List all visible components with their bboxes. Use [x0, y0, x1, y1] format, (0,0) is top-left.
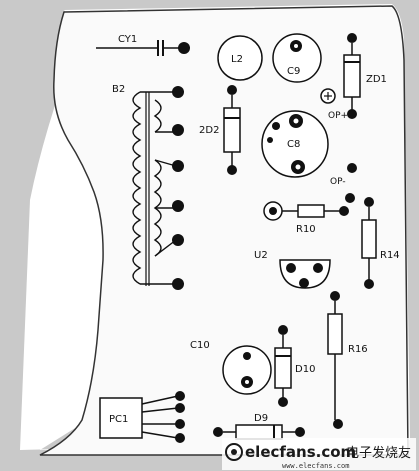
- elecfans-watermark: elecfans.com 电子发烧友 www.elecfans.com: [222, 438, 416, 470]
- c9-capacitor: [272, 33, 322, 83]
- r16-resistor: [327, 291, 343, 429]
- d10-label: D10: [295, 364, 315, 375]
- op-minus-terminal: [345, 163, 357, 203]
- zd1-label: ZD1: [366, 74, 387, 85]
- c9-label: C9: [287, 66, 300, 77]
- r14-label: R14: [380, 250, 400, 261]
- l2-inductor: [217, 35, 263, 81]
- c8-capacitor: [261, 110, 329, 178]
- b2-transformer: [132, 91, 177, 286]
- elecfans-logo-icon: [225, 443, 243, 461]
- c8-label: C8: [287, 139, 300, 150]
- b2-pads: [172, 86, 184, 290]
- watermark-url: www.elecfans.com: [282, 462, 349, 470]
- pc1-component: [99, 391, 185, 443]
- d9-label: D9: [254, 413, 268, 424]
- op-plus-terminal: [320, 88, 336, 104]
- d9-diode: [213, 424, 305, 440]
- cy1-capacitor: [96, 40, 190, 56]
- r10-label: R10: [296, 224, 316, 235]
- d10-diode: [274, 325, 292, 407]
- watermark-brand: elecfans.com: [245, 443, 356, 461]
- op-minus-label: OP-: [330, 177, 346, 187]
- c10-capacitor: [222, 345, 272, 395]
- watermark-chinese: 电子发烧友: [346, 445, 411, 461]
- r16-label: R16: [348, 344, 368, 355]
- r14-resistor: [361, 197, 377, 289]
- b2-label: B2: [112, 84, 125, 95]
- r10-resistor: [263, 201, 349, 221]
- c10-label: C10: [190, 340, 210, 351]
- u2-label: U2: [254, 250, 268, 261]
- l2-label: L2: [231, 54, 243, 65]
- zd1-zener: [343, 33, 361, 119]
- pc1-label: PC1: [109, 414, 128, 425]
- op-plus-label: OP+: [328, 111, 348, 121]
- u2-optocoupler: [279, 259, 331, 289]
- cy1-label: CY1: [118, 34, 137, 45]
- zd2-diode: [223, 85, 241, 175]
- zd2-label: 2D2: [199, 125, 219, 136]
